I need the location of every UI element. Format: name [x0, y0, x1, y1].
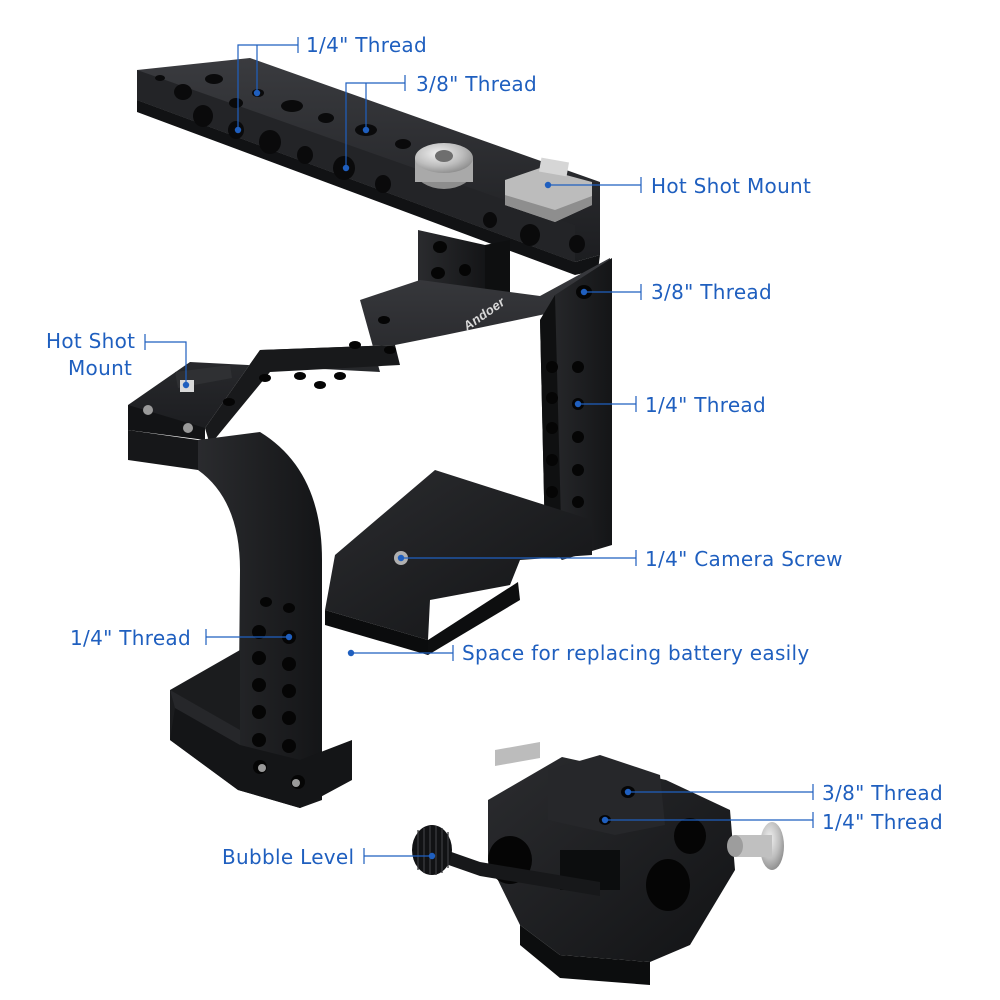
- callout-right-quarter-thread: 1/4" Thread: [645, 393, 766, 417]
- dot-marker-icon: [624, 788, 632, 796]
- callout-hot-shot-mount-left-line2: Mount: [68, 356, 133, 380]
- cage-left-side: [128, 430, 352, 808]
- callout-top-quarter-thread: 1/4" Thread: [306, 33, 427, 57]
- callout-right-three-eighths-thread: 3/8" Thread: [651, 280, 772, 304]
- dot-marker-icon: [182, 381, 190, 389]
- dot-marker-icon: [253, 89, 261, 97]
- rod-clamp: [412, 742, 784, 985]
- dot-marker-icon: [601, 816, 609, 824]
- top-handle: [137, 58, 600, 275]
- dot-marker-icon: [580, 288, 588, 296]
- callout-hot-shot-mount-right: Hot Shot Mount: [651, 174, 812, 198]
- dot-marker-icon: [544, 181, 552, 189]
- dot-marker-icon: [234, 126, 242, 134]
- dot-marker-icon: [397, 554, 405, 562]
- cage-base-plate: [325, 470, 592, 655]
- dot-marker-icon: [347, 649, 355, 657]
- callout-left-quarter-thread: 1/4" Thread: [70, 626, 191, 650]
- callout-hot-shot-mount-left-line1: Hot Shot: [46, 329, 136, 353]
- cage-right-side: [540, 258, 612, 560]
- callout-camera-screw: 1/4" Camera Screw: [645, 547, 843, 571]
- dot-marker-icon: [428, 852, 436, 860]
- dot-marker-icon: [285, 633, 293, 641]
- callout-dots: [182, 89, 632, 860]
- callout-clamp-three-eighths-thread: 3/8" Thread: [822, 781, 943, 805]
- callout-bubble-level: Bubble Level: [222, 845, 355, 869]
- callout-leader-lines: [144, 37, 814, 864]
- dot-marker-icon: [362, 126, 370, 134]
- dot-marker-icon: [342, 164, 350, 172]
- callout-clamp-quarter-thread: 1/4" Thread: [822, 810, 943, 834]
- cage-top-bar: [128, 258, 612, 445]
- dot-marker-icon: [574, 400, 582, 408]
- callout-battery-space: Space for replacing battery easily: [462, 641, 810, 665]
- callout-top-three-eighths-thread: 3/8" Thread: [416, 72, 537, 96]
